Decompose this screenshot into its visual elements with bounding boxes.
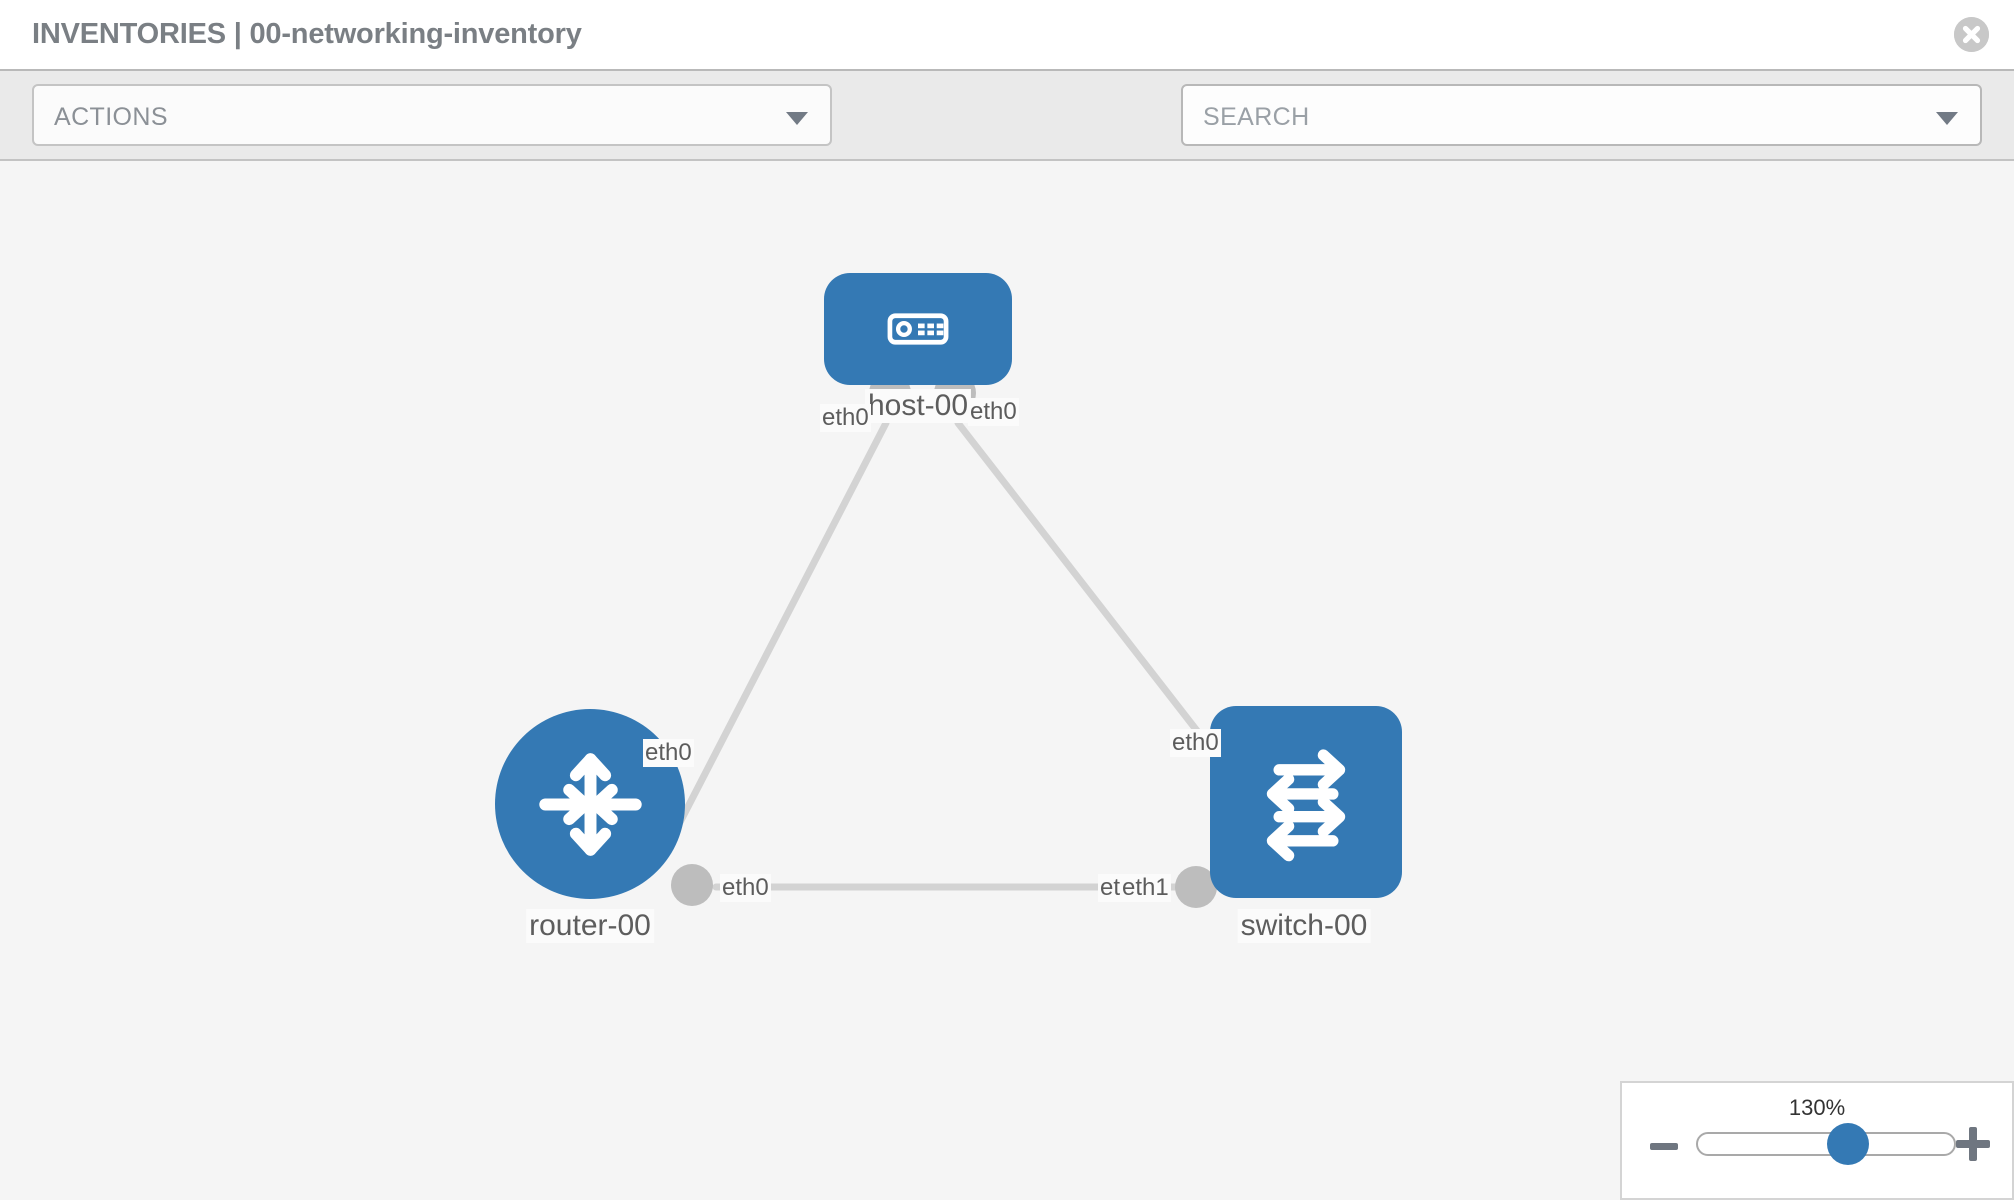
node-port-eth0[interactable] — [671, 864, 713, 906]
topology-interface-label: eth1 — [1120, 874, 1171, 902]
plus-icon[interactable] — [1956, 1127, 1990, 1161]
search-input[interactable]: SEARCH — [1181, 84, 1982, 146]
minus-icon[interactable] — [1650, 1143, 1678, 1150]
topology-node-host-00[interactable] — [824, 273, 1012, 385]
page-header: INVENTORIES | 00-networking-inventory — [0, 0, 2014, 69]
topology-node-label: router-00 — [526, 909, 654, 943]
topology-node-router-00[interactable] — [495, 709, 685, 899]
actions-dropdown-label: ACTIONS — [54, 103, 168, 131]
topology-interface-label: eth0 — [1170, 729, 1221, 757]
topology-edge[interactable] — [656, 419, 890, 865]
topology-node-switch-00[interactable] — [1210, 706, 1402, 898]
close-icon[interactable] — [1954, 17, 1989, 52]
topology-node-label: switch-00 — [1237, 909, 1371, 943]
search-placeholder: SEARCH — [1203, 103, 1310, 131]
zoom-slider-track[interactable] — [1696, 1132, 1956, 1156]
zoom-control-panel: 130% — [1620, 1081, 2014, 1200]
switch-icon[interactable] — [1210, 706, 1402, 898]
actions-dropdown[interactable]: ACTIONS — [32, 84, 832, 146]
chevron-down-icon[interactable] — [1936, 112, 1958, 125]
topology-interface-label: eth0 — [968, 398, 1019, 426]
server-icon[interactable] — [824, 273, 1012, 385]
chevron-down-icon — [786, 112, 808, 125]
page-title: INVENTORIES | 00-networking-inventory — [32, 18, 582, 50]
topology-canvas[interactable]: host-00 router-00 switch-00 eth0 eth0 eth0 et… — [0, 161, 2014, 1200]
topology-node-label: host-00 — [864, 389, 972, 423]
toolbar: ACTIONS SEARCH — [0, 69, 2014, 204]
router-icon[interactable] — [495, 709, 685, 899]
topology-interface-label: eth0 — [643, 739, 694, 767]
topology-interface-label: eth0 — [720, 874, 771, 902]
topology-edge[interactable] — [954, 419, 1240, 785]
topology-interface-label: eth0 — [820, 404, 871, 432]
zoom-slider-thumb[interactable] — [1827, 1123, 1869, 1165]
zoom-level-value: 130% — [1788, 1095, 1846, 1120]
